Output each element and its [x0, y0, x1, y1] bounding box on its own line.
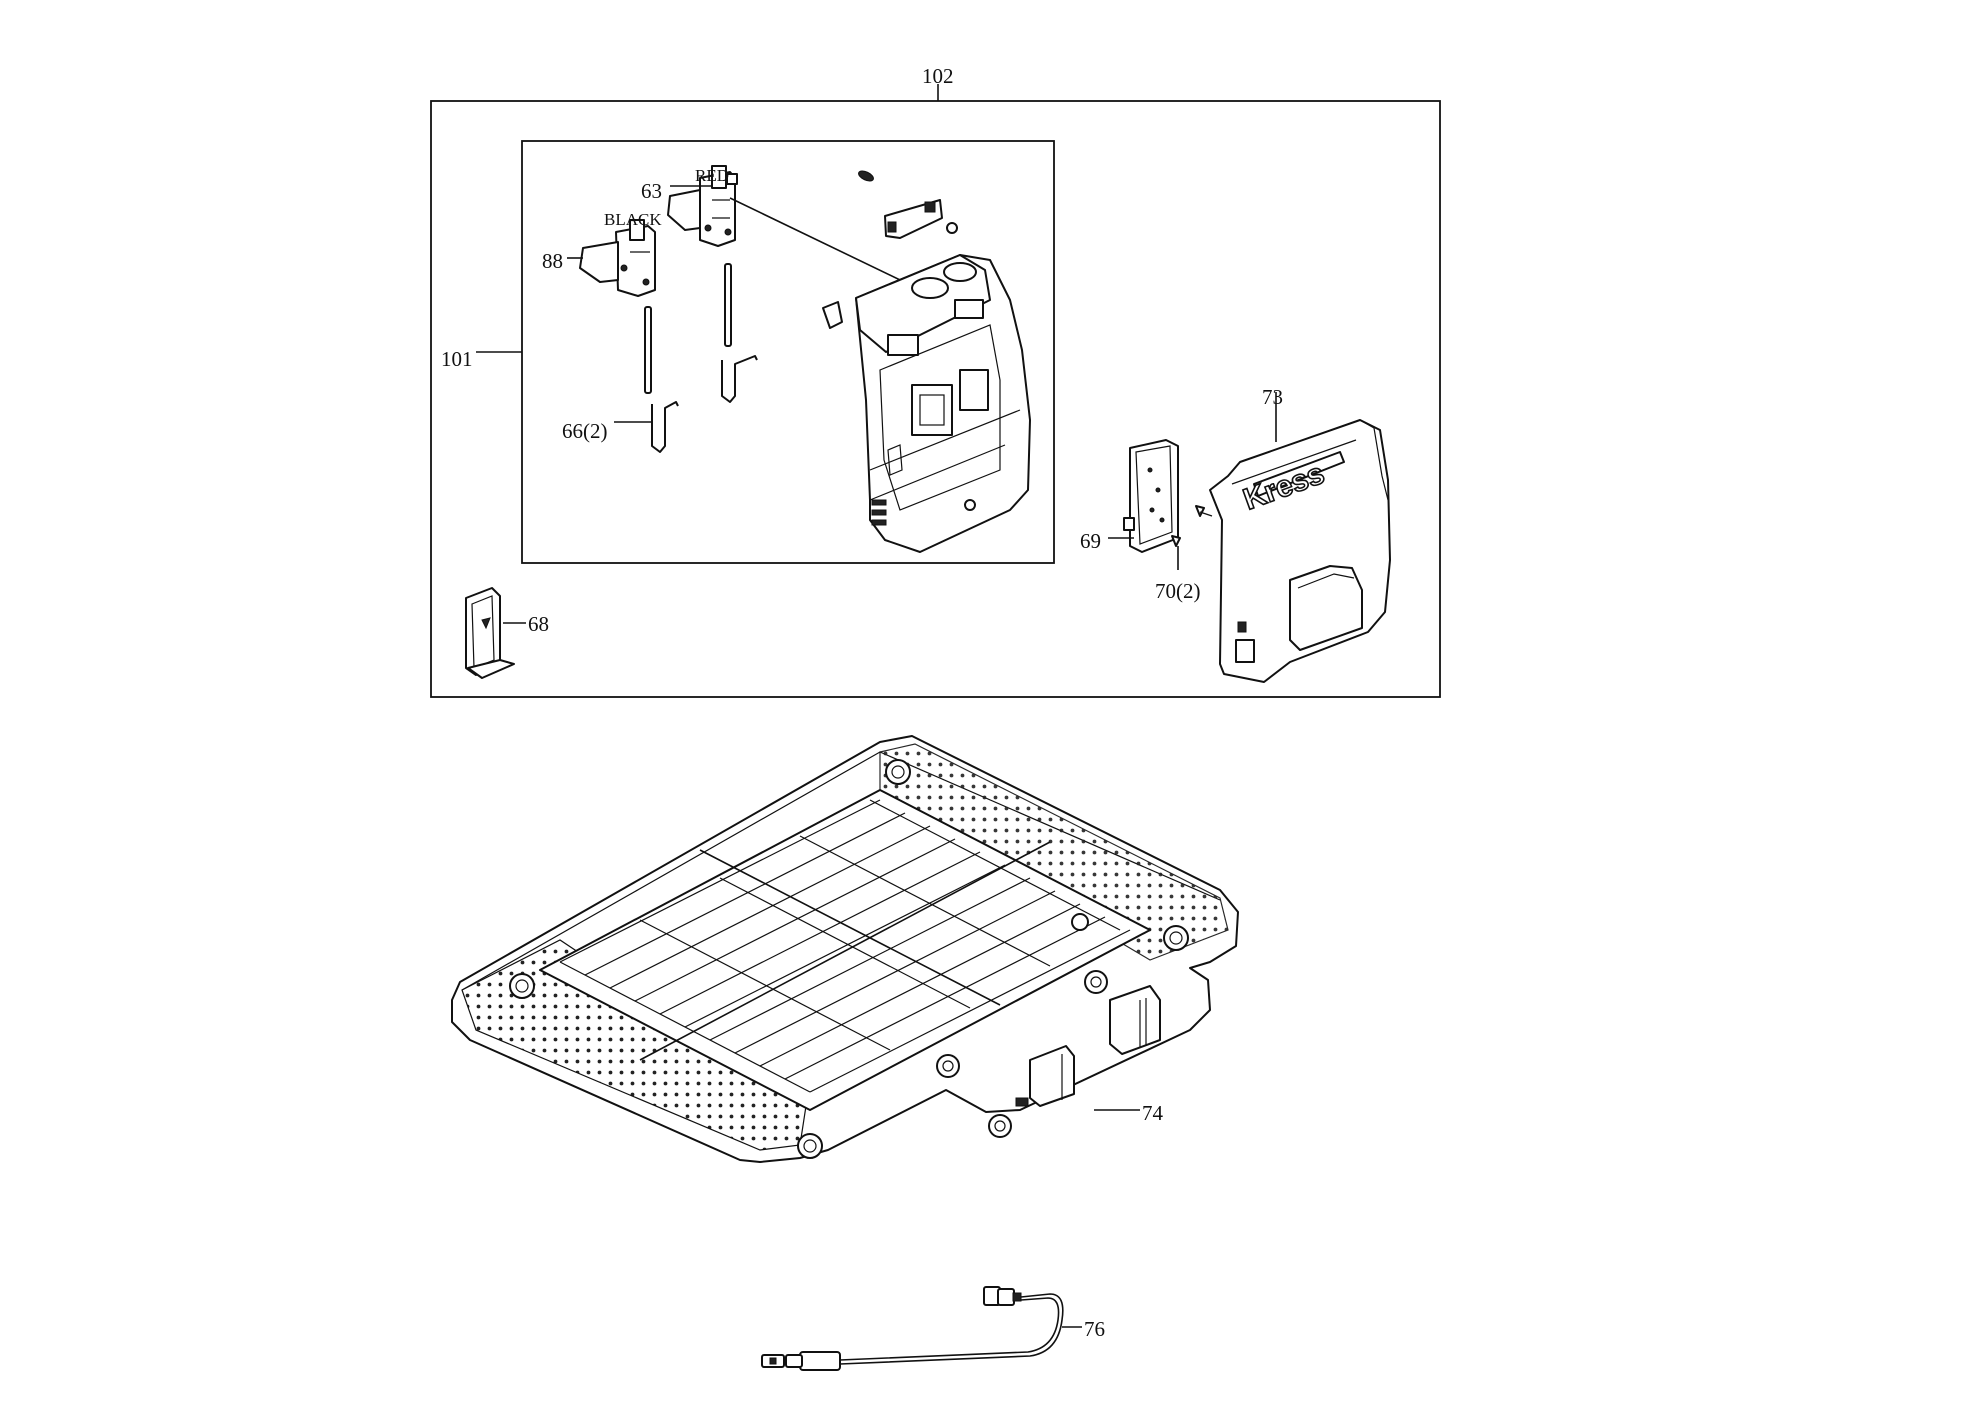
label-black: BLACK — [604, 210, 662, 229]
cover-68: 68 — [465, 587, 549, 679]
label-63: 63 — [641, 179, 662, 203]
pcb-69: 69 — [1080, 439, 1179, 553]
subassembly-101: 101 — [441, 140, 1055, 564]
charging-contact-63: 63 RED — [641, 165, 926, 293]
label-74: 74 — [1142, 1101, 1164, 1125]
label-69: 69 — [1080, 529, 1101, 553]
spring-clips-66: 66(2) — [562, 355, 758, 453]
charging-contact-88: 88 BLACK — [542, 210, 662, 297]
cable-76: 76 — [761, 1286, 1105, 1371]
top-cover-73: Kress 73 — [1209, 385, 1391, 683]
contact-rods — [644, 263, 732, 394]
connector-block — [1015, 913, 1161, 1107]
label-68: 68 — [528, 612, 549, 636]
base-plate-74: 74 — [451, 735, 1239, 1163]
station-housing — [855, 254, 1031, 553]
mounting-holes — [509, 759, 1189, 1159]
label-102: 102 — [922, 64, 954, 88]
vent-slots — [559, 799, 1131, 1093]
assembly-102: 102 — [430, 64, 1441, 698]
outer-assembly-frame — [430, 100, 1441, 698]
label-76: 76 — [1084, 1317, 1105, 1341]
label-88: 88 — [542, 249, 563, 273]
label-70: 70(2) — [1155, 579, 1201, 603]
small-hardware — [822, 170, 958, 329]
label-red: RED — [695, 166, 729, 185]
screws-70: 70(2) — [1155, 505, 1213, 603]
label-73: 73 — [1262, 385, 1283, 409]
label-101: 101 — [441, 347, 473, 371]
label-66: 66(2) — [562, 419, 608, 443]
